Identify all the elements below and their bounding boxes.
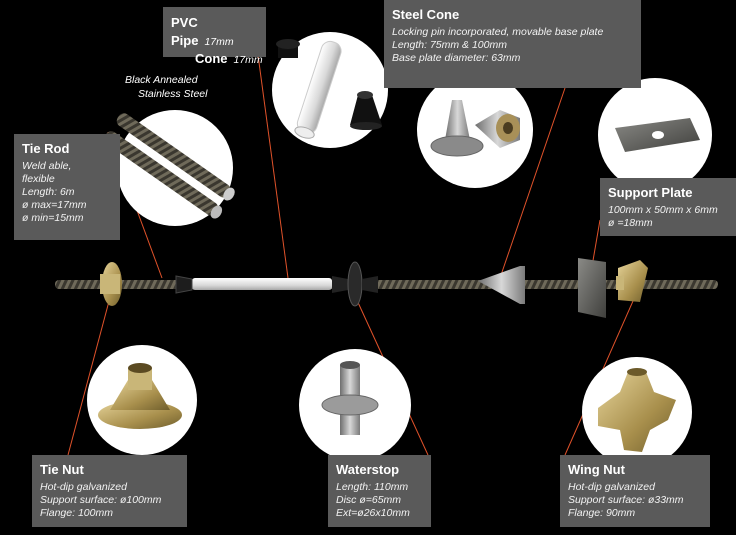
tie-rod-title: Tie Rod (22, 141, 70, 156)
material-label-stainless-steel: Stainless Steel (138, 88, 208, 100)
tie-nut-line: Flange: 100mm (40, 507, 113, 519)
tie-rod-line: Length: 6m (22, 186, 75, 198)
steel-cone-line: Base plate diameter: 63mm (392, 52, 521, 64)
waterstop-line: Disc ø=65mm (336, 494, 402, 506)
wing-nut-title: Wing Nut (568, 462, 625, 477)
cone-title: Cone (195, 51, 228, 66)
tie-rod-label-box: Tie Rod Weld able, flexible Length: 6m ø… (14, 134, 120, 240)
steel-cone-title: Steel Cone (392, 7, 460, 22)
tie-rod-line: ø min=15mm (22, 212, 84, 224)
wing-nut-label-box: Wing Nut Hot-dip galvanized Support surf… (560, 455, 710, 527)
wing-nut-line: Support surface: ø33mm (568, 494, 684, 506)
tie-nut-line: Hot-dip galvanized (40, 481, 127, 493)
pvc-pipe-label-box: PVC Pipe 17mm Cone 17mm (163, 7, 266, 66)
tie-nut-line: Support surface: ø100mm (40, 494, 162, 506)
support-plate-photo (598, 78, 712, 192)
cone-row: Cone 17mm (171, 50, 263, 68)
support-plate-title: Support Plate (608, 185, 693, 200)
wing-nut-photo (582, 357, 692, 467)
support-plate-line: 100mm x 50mm x 6mm (608, 204, 718, 216)
material-label-black-annealed: Black Annealed (125, 74, 198, 86)
pvc-pipe-and-cone-photo (272, 32, 388, 148)
wing-nut-line: Hot-dip galvanized (568, 481, 655, 493)
waterstop-line: Length: 110mm (336, 481, 409, 493)
pvc-pipe-title: PVC Pipe (171, 15, 199, 48)
support-plate-line: ø =18mm (608, 217, 653, 229)
assembled-tie-rod (55, 258, 718, 318)
waterstop-line: Ext=ø26x10mm (336, 507, 410, 519)
waterstop-title: Waterstop (336, 462, 400, 477)
tie-rod-photo (104, 110, 235, 226)
tie-nut-label-box: Tie Nut Hot-dip galvanized Support surfa… (32, 455, 187, 527)
steel-cone-label-box: Steel Cone Locking pin incorporated, mov… (384, 0, 641, 88)
steel-cone-line: Length: 75mm & 100mm (392, 39, 507, 51)
support-plate-label-box: Support Plate 100mm x 50mm x 6mm ø =18mm (600, 178, 736, 236)
waterstop-photo (299, 349, 411, 461)
cone-size: 17mm (233, 54, 263, 66)
steel-cone-photo (417, 72, 533, 188)
tie-nut-photo (87, 345, 197, 455)
tie-rod-line: ø max=17mm (22, 199, 87, 211)
waterstop-label-box: Waterstop Length: 110mm Disc ø=65mm Ext=… (328, 455, 431, 527)
wing-nut-line: Flange: 90mm (568, 507, 636, 519)
steel-cone-line: Locking pin incorporated, movable base p… (392, 26, 604, 38)
tie-rod-line: flexible (22, 173, 55, 185)
tie-rod-line: Weld able, (22, 160, 72, 172)
pvc-pipe-size: 17mm (204, 36, 234, 48)
tie-nut-title: Tie Nut (40, 462, 84, 477)
pvc-pipe-row: PVC Pipe 17mm (171, 14, 258, 50)
